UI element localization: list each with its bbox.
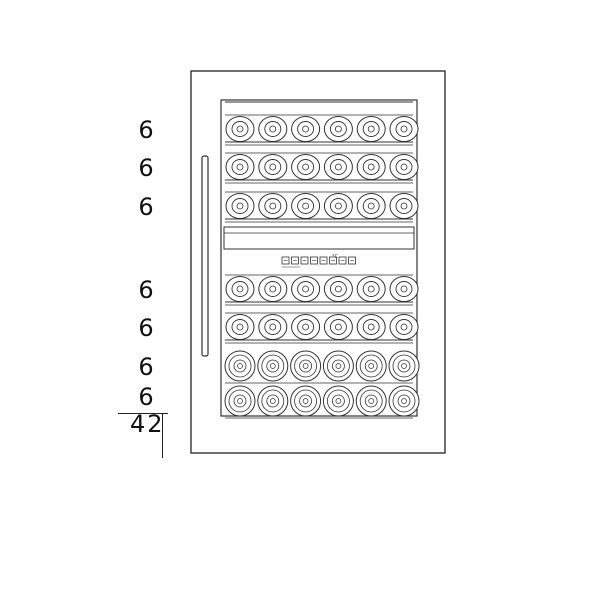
bottle	[224, 385, 256, 417]
door-frame	[220, 99, 418, 417]
bottle	[356, 193, 386, 219]
shelf-row	[224, 385, 420, 419]
shelves	[224, 114, 420, 419]
bottle	[291, 154, 321, 180]
bottle	[290, 385, 322, 417]
bottle	[323, 154, 353, 180]
up-icon[interactable]	[329, 256, 337, 265]
shelf-bottle-count: 6	[138, 193, 154, 221]
shelf-row	[224, 350, 420, 384]
bottle	[290, 350, 322, 382]
lock-icon[interactable]	[300, 256, 309, 265]
temp-unit-label: °C	[332, 254, 339, 260]
zone-icon[interactable]	[348, 256, 356, 265]
bottle	[291, 276, 321, 302]
bottle	[258, 193, 288, 219]
bottle	[258, 116, 288, 142]
bottle	[323, 116, 353, 142]
bottle	[322, 385, 354, 417]
shelf-bottle-count: 6	[138, 116, 154, 144]
bottle	[389, 193, 419, 219]
shelf-row	[225, 191, 419, 223]
bottle	[323, 276, 353, 302]
bottle	[257, 385, 289, 417]
bottle	[225, 116, 255, 142]
bottle	[356, 276, 386, 302]
bottle	[291, 193, 321, 219]
shelf-bottle-count: 6	[138, 154, 154, 182]
bottle-total: 42	[130, 410, 165, 438]
down-icon[interactable]	[338, 256, 347, 265]
bottle	[356, 154, 386, 180]
bottle	[389, 314, 419, 340]
bottle	[258, 154, 288, 180]
bottle	[225, 314, 255, 340]
display-icon[interactable]	[310, 256, 318, 265]
shelf-row	[225, 152, 419, 184]
bottle	[389, 116, 419, 142]
bottle	[388, 385, 420, 417]
bottle	[258, 276, 288, 302]
bottle	[258, 314, 288, 340]
bottle	[388, 350, 420, 382]
total-rule-horizontal	[118, 413, 168, 414]
light-icon[interactable]	[291, 256, 299, 265]
bottle	[389, 276, 419, 302]
bottle	[356, 116, 386, 142]
display-icon[interactable]	[319, 256, 328, 265]
bottle	[225, 154, 255, 180]
bottle	[291, 116, 321, 142]
bottle	[224, 350, 256, 382]
bottle	[257, 350, 289, 382]
shelf-bottle-count: 6	[138, 276, 154, 304]
shelf-row	[225, 114, 419, 146]
shelf-row	[225, 312, 419, 344]
shelf-row	[225, 274, 419, 306]
bottle	[389, 154, 419, 180]
shelf-bottle-count: 6	[138, 314, 154, 342]
bottle	[323, 314, 353, 340]
bottle	[323, 193, 353, 219]
control-panel: °C	[281, 254, 356, 268]
shelf-bottle-count: 6	[138, 353, 154, 381]
door-handle	[201, 155, 209, 357]
bottle	[291, 314, 321, 340]
bottle	[225, 276, 255, 302]
bottle	[225, 193, 255, 219]
middle-divider	[223, 226, 415, 250]
bottle	[355, 350, 387, 382]
bottle	[355, 385, 387, 417]
power-icon[interactable]	[281, 256, 290, 265]
bottle	[322, 350, 354, 382]
total-rule-vertical	[162, 413, 163, 458]
bottle	[356, 314, 386, 340]
shelf-bottle-count: 6	[138, 383, 154, 411]
